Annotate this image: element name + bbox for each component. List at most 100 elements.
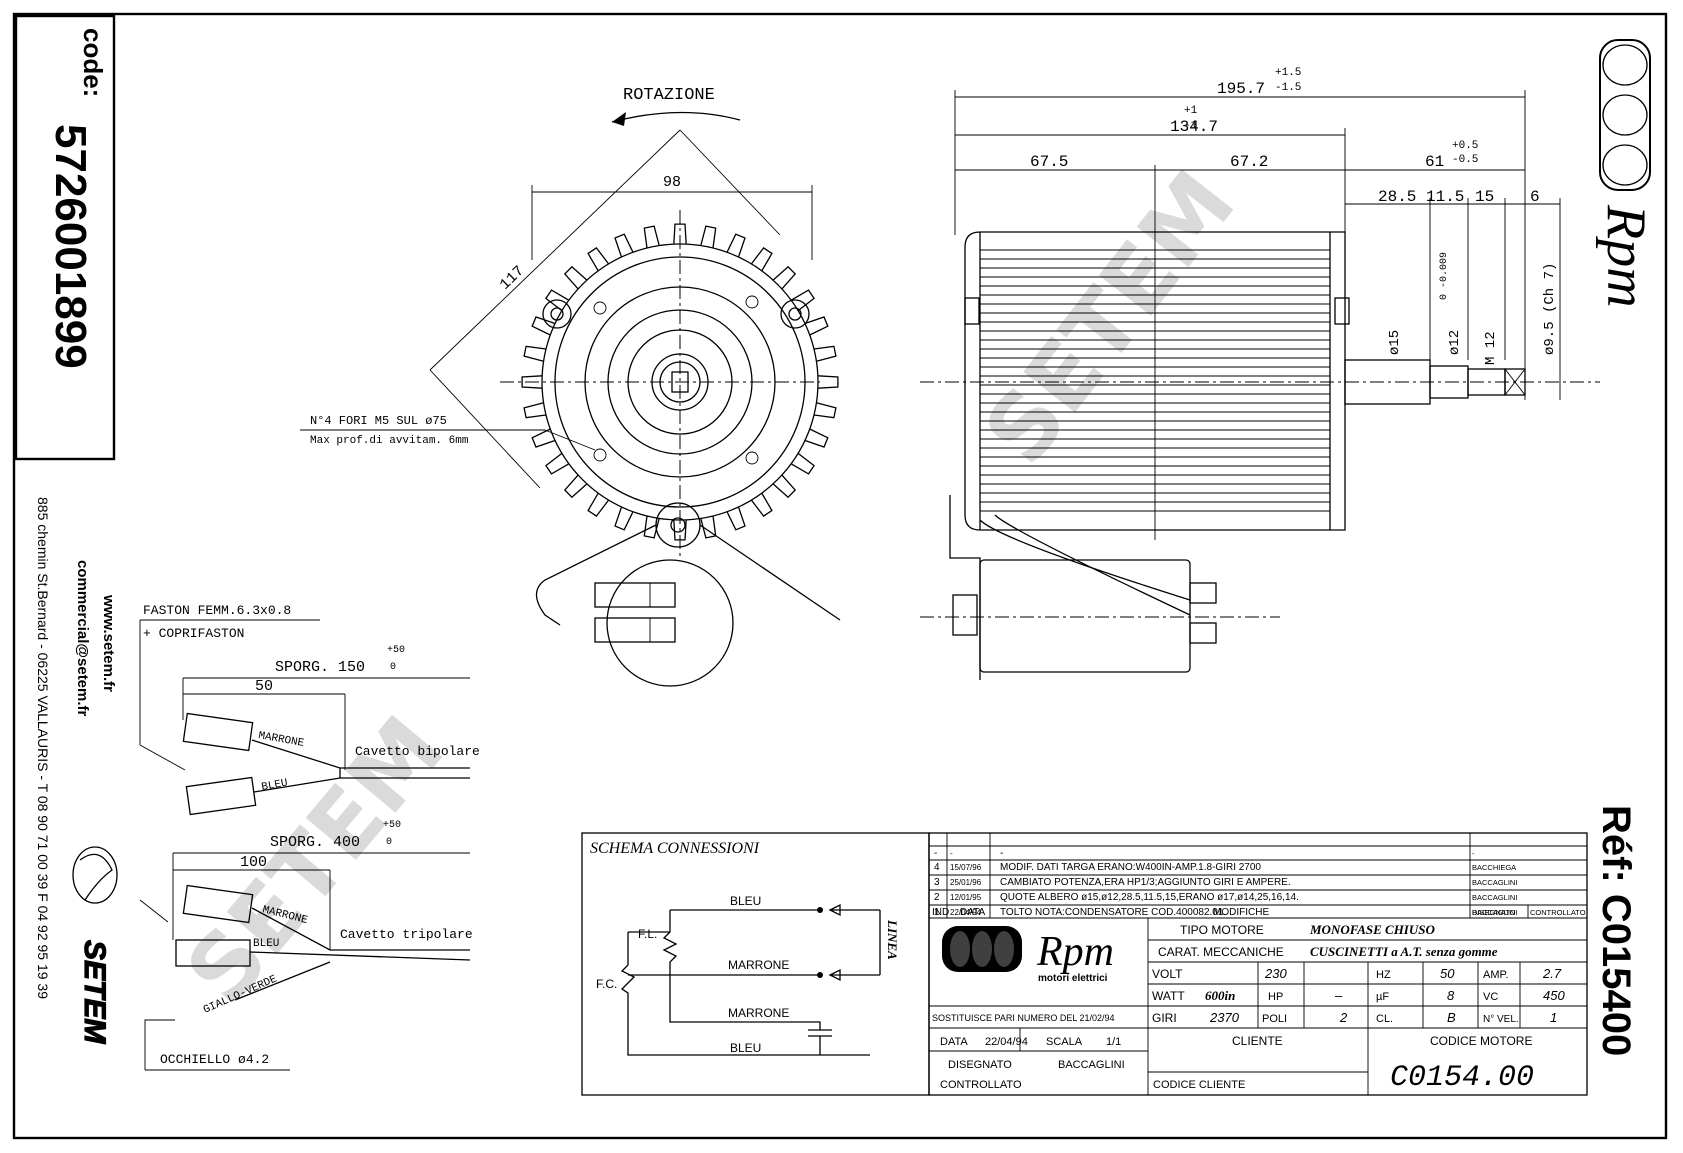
rpm-block-text: Rpm bbox=[1036, 929, 1114, 975]
codice-motore-value: C0154.00 bbox=[1390, 1061, 1534, 1095]
uf-label: µF bbox=[1376, 991, 1389, 1003]
fin bbox=[563, 265, 588, 290]
nvel-value: 1 bbox=[1550, 1010, 1557, 1025]
holes-note: N°4 FORI M5 SUL ø75 bbox=[310, 414, 447, 428]
sporg-400-tol-zero: 0 bbox=[386, 837, 392, 848]
dim-50: 50 bbox=[255, 678, 273, 695]
dim-11-5: 11.5 bbox=[1426, 188, 1464, 206]
fin bbox=[643, 225, 660, 249]
mod-row-dis: BACCAGLINI bbox=[1472, 893, 1517, 902]
contact-email: commercial@setem.fr bbox=[74, 560, 91, 717]
fin bbox=[726, 233, 746, 258]
giri-value: 2370 bbox=[1209, 1010, 1240, 1025]
sporg-400: SPORG. 400 bbox=[270, 834, 360, 851]
code-block: code: 5726001899 bbox=[14, 14, 116, 461]
bipolare-label: Cavetto bipolare bbox=[355, 744, 480, 759]
side-view: 195.7 +1.5 -1.5 134.7 +1 -1 67.5 67.2 61… bbox=[920, 67, 1600, 680]
fin bbox=[750, 247, 773, 272]
rpm-brand-right: Rpm Réf: C015400 bbox=[1594, 39, 1657, 1056]
mod-header-controllato: CONTROLLATO bbox=[1530, 908, 1586, 917]
coprifaston-label: + COPRIFASTON bbox=[143, 626, 244, 641]
rotation-arrowhead-icon bbox=[612, 112, 626, 126]
dim-28-5: 28.5 bbox=[1378, 188, 1416, 206]
data-value: 22/04/94 bbox=[985, 1036, 1028, 1048]
dim-15: 15 bbox=[1475, 188, 1494, 206]
disegnato-label: DISEGNATO bbox=[948, 1059, 1012, 1071]
thread-m12: M 12 bbox=[1483, 331, 1499, 365]
dim-67-5: 67.5 bbox=[1030, 153, 1068, 171]
dim-6: 6 bbox=[1530, 188, 1540, 206]
rotation-arrow bbox=[611, 111, 741, 123]
dim-98: 98 bbox=[663, 174, 681, 191]
dim-134-tol-up: +1 bbox=[1184, 105, 1198, 117]
sostituisce-label: SOSTITUISCE PARI NUMERO DEL 21/02/94 bbox=[932, 1013, 1115, 1023]
mod-row-ind: 2 bbox=[934, 892, 940, 903]
dia-15: ø15 bbox=[1387, 330, 1403, 355]
dim-61-tol-down: -0.5 bbox=[1452, 154, 1478, 166]
mod-row-data: 12/01/95 bbox=[950, 893, 982, 902]
mod-row-ind: 3 bbox=[934, 877, 940, 888]
bleu-1: BLEU bbox=[261, 778, 289, 794]
occhiello-label: OCCHIELLO ø4.2 bbox=[160, 1052, 269, 1067]
dim-195-7: 195.7 bbox=[1217, 80, 1265, 98]
holes-note-2: Max prof.di avvitam. 6mm bbox=[310, 435, 469, 447]
fin bbox=[726, 506, 746, 531]
dia-12: ø12 bbox=[1447, 330, 1463, 355]
watermark-1: SETEM bbox=[965, 152, 1256, 484]
mod-row-text: MODIF. DATI TARGA ERANO:W400IN-AMP.1.8-G… bbox=[1000, 862, 1261, 873]
hp-label: HP bbox=[1268, 991, 1283, 1003]
amp-label: AMP. bbox=[1483, 969, 1508, 981]
mod-row-data: 25/01/96 bbox=[950, 878, 982, 887]
dim-61-tol-up: +0.5 bbox=[1452, 140, 1478, 152]
rpm-logo-text: Rpm bbox=[1595, 204, 1657, 308]
fin bbox=[772, 265, 797, 290]
sporg-150: SPORG. 150 bbox=[275, 659, 365, 676]
volt-label: VOLT bbox=[1152, 967, 1183, 981]
tipo-value: MONOFASE CHIUSO bbox=[1309, 922, 1435, 937]
fin bbox=[700, 225, 717, 249]
dim-134-7: 134.7 bbox=[1170, 118, 1218, 136]
setem-logo: SETEM bbox=[72, 846, 118, 1045]
fin bbox=[523, 402, 547, 419]
hp-value: – bbox=[1335, 988, 1343, 1003]
sporg-400-tol-up: +50 bbox=[383, 820, 401, 831]
mod-row-text: QUOTE ALBERO ø15,ø12,28.5,11.5,15,ERANO … bbox=[1000, 892, 1299, 903]
carat-label: CARAT. MECCANICHE bbox=[1158, 945, 1284, 959]
marrone-1: MARRONE bbox=[257, 730, 305, 750]
sporg-150-tol-zero: 0 bbox=[390, 662, 396, 673]
schema-marrone-1: MARRONE bbox=[728, 958, 789, 972]
fin bbox=[813, 345, 837, 362]
capacitor bbox=[979, 559, 1191, 673]
cl-label: CL. bbox=[1376, 1013, 1393, 1025]
mod-header-modifiche: MODIFICHE bbox=[1213, 907, 1269, 918]
fin bbox=[790, 452, 815, 475]
fin bbox=[813, 402, 837, 419]
contact-block: www.setem.fr commercial@setem.fr 885 che… bbox=[35, 497, 118, 1045]
codice-cliente-label: CODICE CLIENTE bbox=[1153, 1079, 1245, 1091]
schema-bleu-2: BLEU bbox=[730, 1041, 761, 1055]
carat-value: CUSCINETTI a A.T. senza gomme bbox=[1310, 944, 1498, 959]
front-view: ROTAZIONE 98 117 N°4 FORI bbox=[300, 86, 841, 687]
mod-row-text: - bbox=[1000, 848, 1003, 859]
rpm-block-subtitle: motori elettrici bbox=[1038, 973, 1108, 984]
mod-row-text: TOLTO NOTA:CONDENSATORE COD.400082.01. bbox=[1000, 907, 1226, 918]
cliente-label: CLIENTE bbox=[1232, 1034, 1283, 1048]
fin bbox=[563, 474, 588, 499]
fin bbox=[531, 316, 556, 336]
dia-12-tol: 0 -0.009 bbox=[1439, 252, 1450, 300]
disegnato-value: BACCAGLINI bbox=[1058, 1059, 1125, 1071]
contact-web: www.setem.fr bbox=[100, 594, 117, 692]
code-number: 5726001899 bbox=[46, 124, 95, 369]
connection-schema: SCHEMA CONNESSIONI BLEU MARRONE MARRONE … bbox=[581, 832, 930, 1096]
data-label: DATA bbox=[940, 1036, 968, 1048]
body-fins bbox=[980, 249, 1330, 512]
dim-195-tol-up: +1.5 bbox=[1275, 67, 1301, 79]
volt-value: 230 bbox=[1264, 966, 1287, 981]
mod-header-data: DATA bbox=[960, 907, 986, 918]
mod-row-data: 15/07/96 bbox=[950, 863, 982, 872]
fin bbox=[614, 233, 634, 258]
fin bbox=[614, 506, 634, 531]
